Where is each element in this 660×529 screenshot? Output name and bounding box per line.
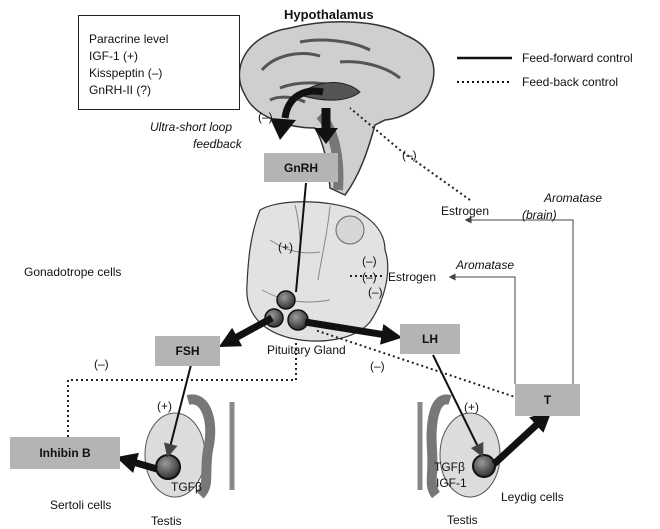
legend-feed-forward: Feed-forward control xyxy=(522,52,633,64)
t-box: T xyxy=(515,384,580,416)
ultra-short-loop-arrowhead xyxy=(270,118,296,140)
paracrine-line: Paracrine level xyxy=(89,31,239,48)
lh-box: LH xyxy=(400,324,460,354)
gnrh-box: GnRH xyxy=(264,153,338,182)
fsh-release-arrow xyxy=(228,318,272,342)
ultra-short-loop-label: feedback xyxy=(193,138,242,150)
tgfb-right-label: TGFβ xyxy=(434,461,465,473)
estrogen-pituitary-label: Estrogen xyxy=(388,271,436,283)
sign-minus: (–) xyxy=(370,360,385,372)
gonadotrope-cell xyxy=(277,291,295,309)
paracrine-box: Paracrine level IGF-1 (+) Kisspeptin (–)… xyxy=(78,15,240,110)
aromatase-brain-arrow xyxy=(466,220,573,384)
estrogen-brain-label: Estrogen xyxy=(441,205,489,217)
testis-left-label: Testis xyxy=(151,515,182,527)
sign-minus: (–) xyxy=(362,271,377,283)
aromatase-brain-label: Aromatase xyxy=(544,192,602,204)
aromatase-brain-label: (brain) xyxy=(522,209,557,221)
gonadotrope-cells-label: Gonadotrope cells xyxy=(24,266,121,278)
tgfb-left-label: TGFβ xyxy=(171,481,202,493)
sign-plus: (+) xyxy=(464,401,479,413)
gonadotrope-cell xyxy=(288,310,308,330)
igf1-right-label: IGF-1 xyxy=(436,477,467,489)
sign-plus: (+) xyxy=(157,400,172,412)
testis-right-label: Testis xyxy=(447,514,478,526)
diagram-title: Hypothalamus xyxy=(284,8,374,21)
sign-minus: (–) xyxy=(94,358,109,370)
aromatase-label: Aromatase xyxy=(456,259,514,271)
paracrine-line: IGF-1 (+) xyxy=(89,48,239,65)
testosterone-release-arrow xyxy=(494,418,544,464)
sertoli-cells-label: Sertoli cells xyxy=(50,499,111,511)
sign-plus: (+) xyxy=(278,241,293,253)
sign-minus: (–) xyxy=(362,255,377,267)
ultra-short-loop-label: Ultra-short loop xyxy=(150,121,232,133)
inhibin-b-box: Inhibin B xyxy=(10,437,120,469)
leydig-cell xyxy=(473,455,495,477)
fsh-box: FSH xyxy=(155,336,220,366)
leydig-cells-label: Leydig cells xyxy=(501,491,564,503)
paracrine-line: GnRH-II (?) xyxy=(89,82,239,99)
sertoli-cell xyxy=(156,455,180,479)
sign-minus: (–) xyxy=(368,286,383,298)
legend-feed-back: Feed-back control xyxy=(522,76,618,88)
sign-minus: (–) xyxy=(258,111,273,123)
paracrine-line: Kisspeptin (–) xyxy=(89,65,239,82)
pituitary-gland-label: Pituitary Gland xyxy=(267,344,346,356)
sign-minus: (–) xyxy=(402,149,417,161)
